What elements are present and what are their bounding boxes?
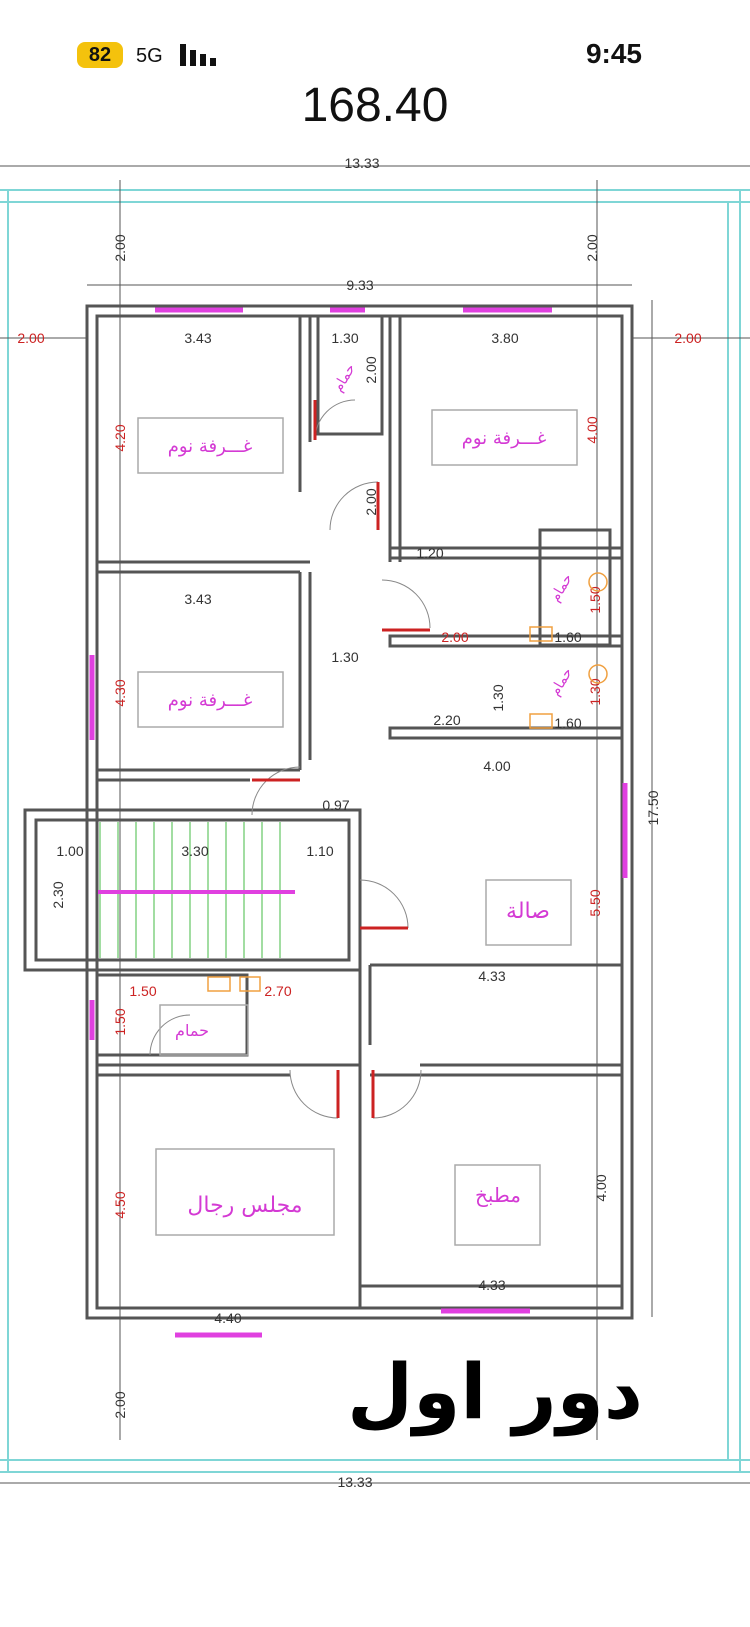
setback-lines <box>0 189 750 1473</box>
room-label-boxes <box>137 409 578 1246</box>
dim-bed1-height: 4.20 <box>112 424 128 451</box>
signal-icon <box>180 44 216 66</box>
dim-bed3-width: 3.43 <box>184 591 211 607</box>
room-majlis: مجلس رجال <box>187 1193 302 1218</box>
dim-overall-height: 17.50 <box>645 790 661 825</box>
network-type: 5G <box>136 45 163 67</box>
dim-stair-end: 1.10 <box>306 843 333 859</box>
dim-hall-height: 5.50 <box>587 889 603 916</box>
door-leaves <box>252 400 430 1118</box>
room-bath-3: حمام <box>547 665 576 699</box>
dim-overall-bottom: 13.33 <box>337 1474 372 1490</box>
dim-bath3-width: 1.60 <box>554 715 581 731</box>
walls <box>23 304 634 1320</box>
room-bedroom-2: غـــرفة نوم <box>462 428 547 449</box>
dim-stair-height: 2.30 <box>50 881 66 908</box>
dim-closet-width: 1.20 <box>416 545 443 561</box>
dim-lobby-width: 2.20 <box>433 712 460 728</box>
dim-inner-width: 9.33 <box>346 277 373 293</box>
room-bedroom-1: غـــرفة نوم <box>168 436 253 457</box>
room-bath-1: حمام <box>330 361 359 395</box>
battery-indicator: 82 <box>77 42 123 68</box>
dim-bath2-height: 1.50 <box>587 586 603 613</box>
dim-stair-run: 3.30 <box>181 843 208 859</box>
room-kitchen: مطبخ <box>475 1183 521 1207</box>
dim-bath1-height: 2.00 <box>363 356 379 383</box>
dim-setback-bottom: 2.00 <box>112 1391 128 1418</box>
dim-bath3-side: 1.30 <box>490 684 506 711</box>
dim-kitchen-width: 4.33 <box>478 1277 505 1293</box>
room-bath-2: حمام <box>547 571 576 605</box>
dim-bed1-width: 3.43 <box>184 330 211 346</box>
windows <box>89 307 628 1338</box>
dim-majlis-width: 4.40 <box>214 1310 241 1326</box>
floor-label: دور اول <box>347 1347 643 1437</box>
dim-hall-width-2: 4.33 <box>478 968 505 984</box>
dim-door-gap: 0.97 <box>322 797 349 813</box>
room-bedroom-3: غـــرفة نوم <box>168 690 253 711</box>
clock: 9:45 <box>585 38 642 69</box>
dim-stair-landing: 1.00 <box>56 843 83 859</box>
dim-overall-top: 13.33 <box>344 155 379 171</box>
dim-setback-right: 2.00 <box>674 330 701 346</box>
doors <box>149 399 431 1119</box>
dim-corridor-height: 2.00 <box>363 488 379 515</box>
dim-corridor2-width: 1.30 <box>331 649 358 665</box>
dim-majlis-height: 4.50 <box>112 1191 128 1218</box>
room-hall: صالة <box>506 899 550 924</box>
dim-corridor-width: 2.00 <box>441 629 468 645</box>
dim-bed2-width: 3.80 <box>491 330 518 346</box>
dim-bed2-height: 4.00 <box>584 416 600 443</box>
dim-kitchen-height: 4.00 <box>593 1174 609 1201</box>
dim-hall-width: 4.00 <box>483 758 510 774</box>
dim-bed3-height: 4.30 <box>112 679 128 706</box>
dim-bath3-height: 1.30 <box>587 678 603 705</box>
status-bar: 82 5G 9:45 <box>0 0 750 70</box>
dim-passage-width: 2.70 <box>264 983 291 999</box>
dim-setback-top-left: 2.00 <box>112 234 128 261</box>
dim-bath1-width: 1.30 <box>331 330 358 346</box>
plot-area-label: 168.40 <box>301 79 449 132</box>
room-bath-4: حمام <box>175 1021 209 1040</box>
dim-setback-left: 2.00 <box>17 330 44 346</box>
dim-bath4-height: 1.50 <box>112 1008 128 1035</box>
bath-fixtures <box>207 572 608 992</box>
dim-bath4-width: 1.50 <box>129 983 156 999</box>
dim-bath2-width: 1.60 <box>554 629 581 645</box>
dim-setback-top-right: 2.00 <box>584 234 600 261</box>
